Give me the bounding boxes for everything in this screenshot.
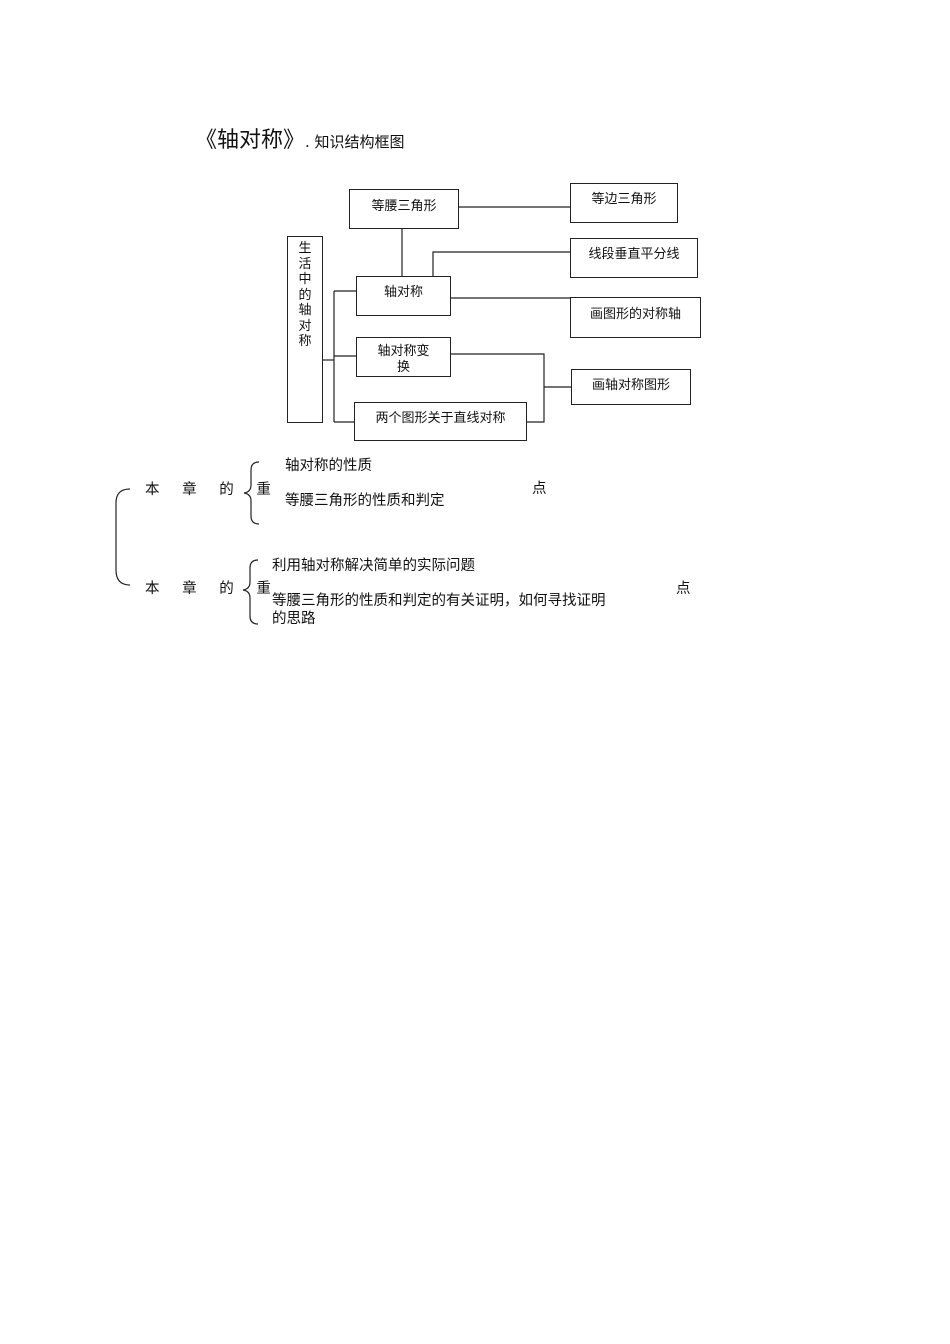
title-sub: . 知识结构框图 — [305, 133, 405, 151]
root-char: 生 — [298, 241, 312, 256]
node-perp-bisector: 线段垂直平分线 — [570, 238, 698, 278]
node-equilateral: 等边三角形 — [570, 183, 678, 223]
node-isosceles: 等腰三角形 — [349, 189, 459, 229]
node-transform-line2: 换 — [396, 360, 410, 375]
difficulty-item-2-line2: 的思路 — [272, 611, 316, 627]
root-char: 称 — [298, 334, 312, 349]
outer-brace — [115, 488, 131, 586]
focus-label: 本 章 的 重 — [145, 482, 280, 498]
root-box: 生 活 中 的 轴 对 称 — [287, 236, 323, 423]
node-two-figures: 两个图形关于直线对称 — [354, 402, 527, 441]
difficulty-label: 本 章 的 重 — [145, 581, 280, 597]
difficulty-item-1: 利用轴对称解决简单的实际问题 — [272, 558, 475, 574]
connector-merge — [450, 353, 545, 423]
connector-axis-perp-bisector — [432, 251, 570, 276]
focus-item-2: 等腰三角形的性质和判定 — [285, 493, 445, 509]
root-char: 活 — [298, 256, 312, 272]
difficulty-brace — [242, 559, 259, 625]
root-char: 中 — [298, 272, 312, 287]
node-transform: 轴对称变 换 — [356, 337, 451, 377]
page-title: 《轴对称》. 知识结构框图 — [195, 122, 405, 154]
root-char: 对 — [298, 318, 312, 334]
difficulty-item-2-line1: 等腰三角形的性质和判定的有关证明，如何寻找证明 — [272, 593, 606, 609]
root-char: 轴 — [298, 303, 312, 318]
focus-suffix: 点 — [532, 481, 547, 497]
node-draw-figure: 画轴对称图形 — [571, 369, 691, 405]
difficulty-suffix: 点 — [676, 581, 691, 597]
root-char: 的 — [298, 287, 312, 303]
focus-item-1: 轴对称的性质 — [285, 458, 372, 474]
focus-brace — [243, 461, 260, 525]
title-main: 《轴对称》 — [195, 128, 306, 153]
node-transform-line1: 轴对称变 — [377, 344, 430, 359]
node-draw-axis: 画图形的对称轴 — [570, 297, 701, 338]
node-axis-symmetry: 轴对称 — [356, 276, 451, 316]
